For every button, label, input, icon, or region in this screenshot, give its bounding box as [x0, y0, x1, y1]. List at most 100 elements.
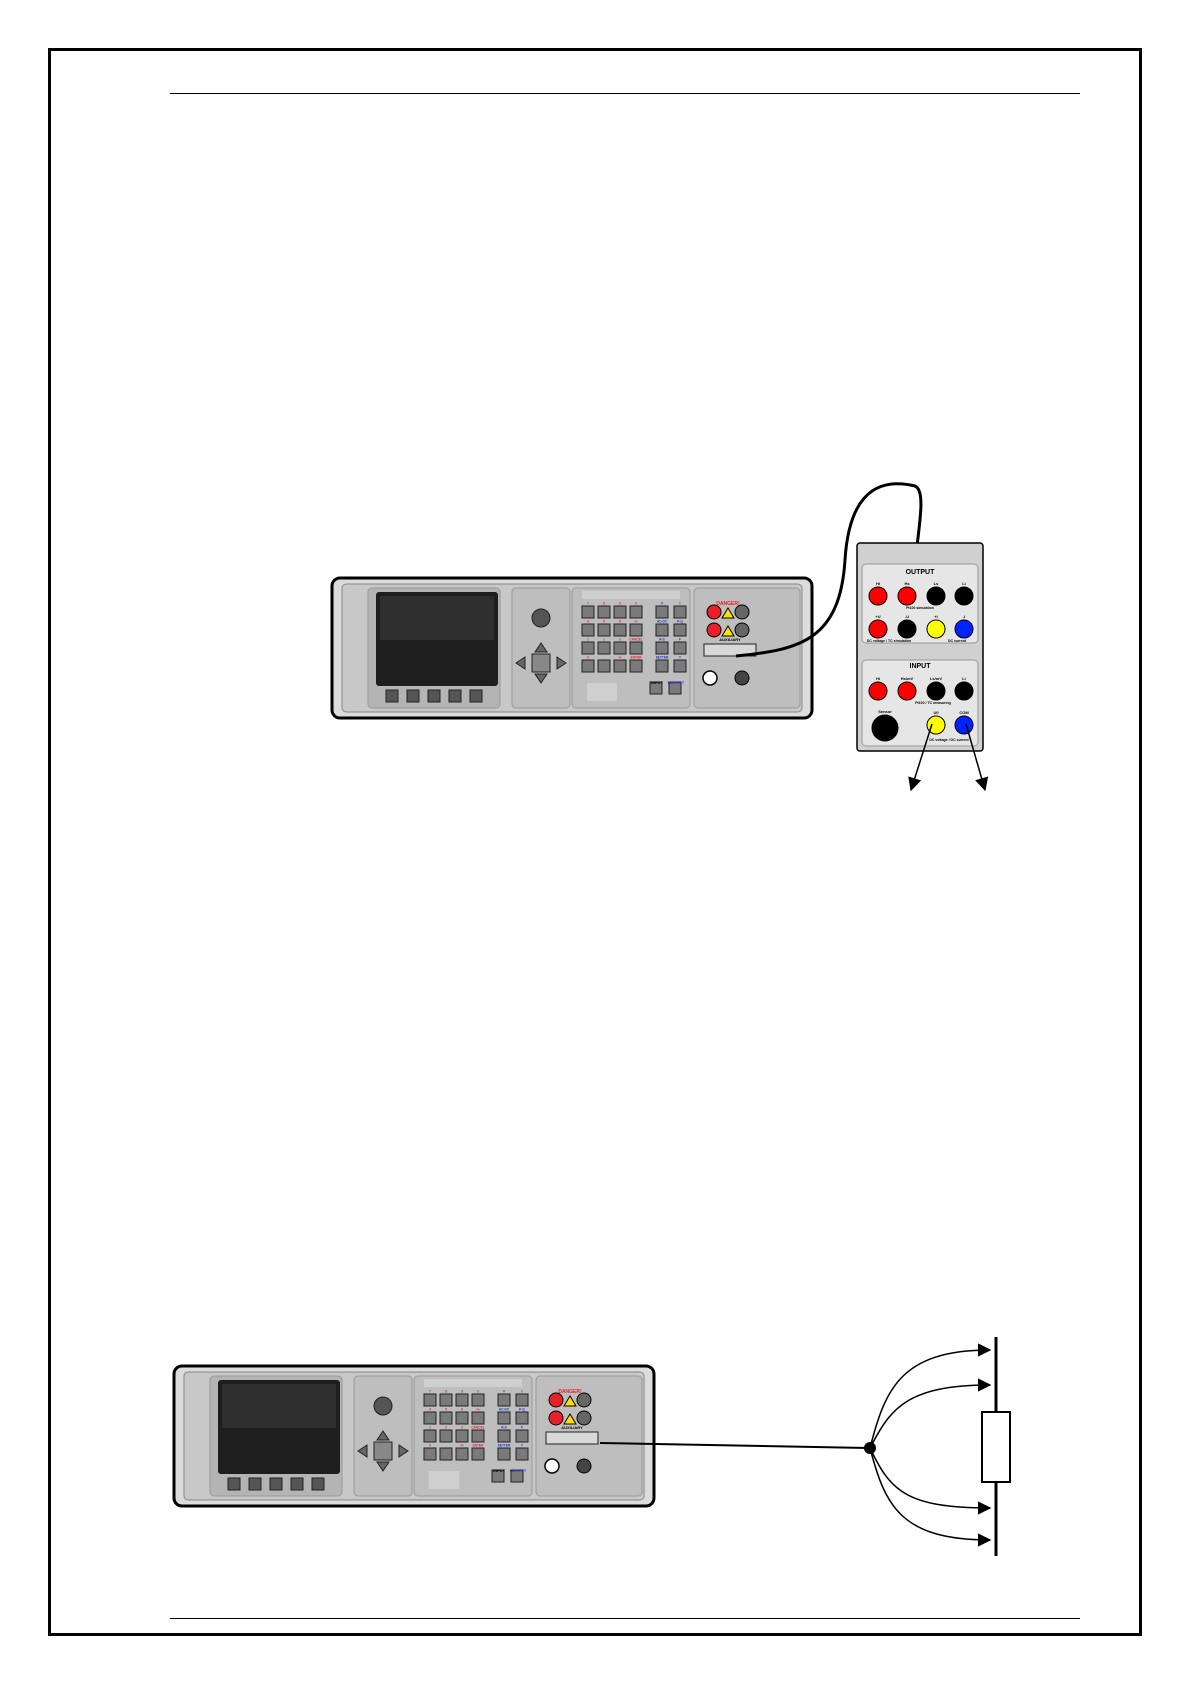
adapter-output-title: OUTPUT [906, 569, 936, 576]
keypad-key [515, 1411, 529, 1425]
keypad-key-label: 5 [603, 620, 605, 624]
keypad-key-label: AC-DC [499, 1408, 510, 1412]
terminal-label: +U [875, 614, 880, 619]
keypad-key-label: ENTER [473, 1444, 485, 1448]
terminal-label: Hi [876, 676, 880, 681]
keypad-key [613, 623, 627, 637]
input-row2-caption: DC voltage / DC current [929, 738, 969, 742]
keypad-key-label: ENTER [631, 656, 643, 660]
keypad-key [673, 659, 687, 673]
keypad-key-label: 4 [587, 620, 589, 624]
adapter-input-title: INPUT [910, 663, 932, 670]
terminal-jack [926, 586, 946, 606]
keypad-key-label: 3 [619, 638, 621, 642]
keypad-key [439, 1447, 453, 1461]
keypad-key [471, 1393, 485, 1407]
keypad-key [581, 605, 595, 619]
keypad-key-label: F [679, 638, 681, 642]
keypad-key [439, 1393, 453, 1407]
keypad-key-label: I [680, 602, 681, 606]
keypad-key [597, 623, 611, 637]
keypad-key [515, 1393, 529, 1407]
keypad-key [613, 605, 627, 619]
keypad-key-label: 3 [461, 1426, 463, 1430]
terminal-label: U0 [933, 710, 939, 715]
aux-lead [599, 1442, 869, 1449]
keypad-key-label: P-Q [677, 620, 683, 624]
input-key-label: INPUT [493, 1468, 506, 1473]
keypad-key [581, 641, 595, 655]
keypad-key-label: CANCEL [629, 638, 642, 642]
keypad-key [673, 623, 687, 637]
keypad-key-label: 8 [445, 1390, 447, 1394]
keypad-key-label: +/- [460, 1444, 464, 1448]
keypad-key [655, 623, 669, 637]
keypad-key-label: 5 [445, 1408, 447, 1412]
input-key-label: INPUT [651, 680, 664, 685]
keypad-key-label: T [679, 656, 681, 660]
keypad-key-label: 6 [461, 1408, 463, 1412]
input-key [649, 681, 663, 695]
keypad-key-label: +/- [476, 1408, 480, 1412]
terminal-jack [897, 681, 917, 701]
com-arrow [965, 723, 989, 792]
keypad-key [673, 641, 687, 655]
keypad-key-label: +/- [618, 656, 622, 660]
terminal-jack [954, 715, 974, 735]
keypad-key [423, 1393, 437, 1407]
keypad-key [655, 605, 669, 619]
danger-label: DANGER! [716, 601, 740, 607]
keypad-key-label: V [503, 1390, 506, 1394]
terminal-jack [868, 619, 888, 639]
terminal-jack [954, 619, 974, 639]
keypad-key-label: 9 [461, 1390, 463, 1394]
terminal-label: Hs/mV [901, 676, 914, 681]
keypad-key [613, 659, 627, 673]
port-label: AUXILIARY [561, 1425, 583, 1430]
keypad-key-label: 4 [429, 1408, 431, 1412]
keypad-key [423, 1411, 437, 1425]
wire-1 [869, 1343, 992, 1449]
keypad-key-label: 7 [587, 602, 589, 606]
u0-arrow [908, 723, 933, 792]
keypad-key [423, 1447, 437, 1461]
keypad-key [597, 641, 611, 655]
keypad-key [455, 1429, 469, 1443]
keypad-key-label: AC-DC [657, 620, 668, 624]
terminal-label: Li [962, 676, 966, 681]
keypad-key-label: 0 [587, 656, 589, 660]
output-key-label: OUTPUT [510, 1468, 527, 1473]
keypad-key [439, 1411, 453, 1425]
input-row1-caption: Pt100 / TC measuring [915, 701, 951, 705]
keypad-key-label: SETTER [656, 656, 669, 660]
keypad-key [515, 1447, 529, 1461]
keypad-key-label: 9 [619, 602, 621, 606]
keypad-key [497, 1411, 511, 1425]
keypad-key [597, 659, 611, 673]
keypad-key-label: SETTER [498, 1444, 511, 1448]
terminal-label: Sensor [878, 709, 892, 714]
keypad-key-label: T [521, 1444, 523, 1448]
terminal-label: COM [959, 710, 969, 715]
keypad-key [655, 659, 669, 673]
wire-2 [869, 1378, 992, 1449]
port-label: AUXILIARY [719, 637, 741, 642]
output-row2-caption-right: DC current [948, 639, 967, 643]
terminal-jack [897, 586, 917, 606]
terminal-label: +I [934, 614, 937, 619]
terminal-label: Li [962, 581, 966, 586]
keypad-key [439, 1429, 453, 1443]
keypad-key-label: 1 [429, 1426, 431, 1430]
terminal-label: Ls/mV [930, 676, 942, 681]
keypad-key-label: . [604, 656, 605, 660]
keypad-key-label: 7 [429, 1390, 431, 1394]
terminal-jack [954, 586, 974, 606]
output-key-label: OUTPUT [668, 680, 685, 685]
terminal-label: Hi [876, 581, 880, 586]
keypad-key [497, 1429, 511, 1443]
terminal-label: -I [963, 614, 965, 619]
keypad-key [629, 605, 643, 619]
keypad-key-label: R-S [501, 1426, 507, 1430]
keypad-key-label: 2 [445, 1426, 447, 1430]
